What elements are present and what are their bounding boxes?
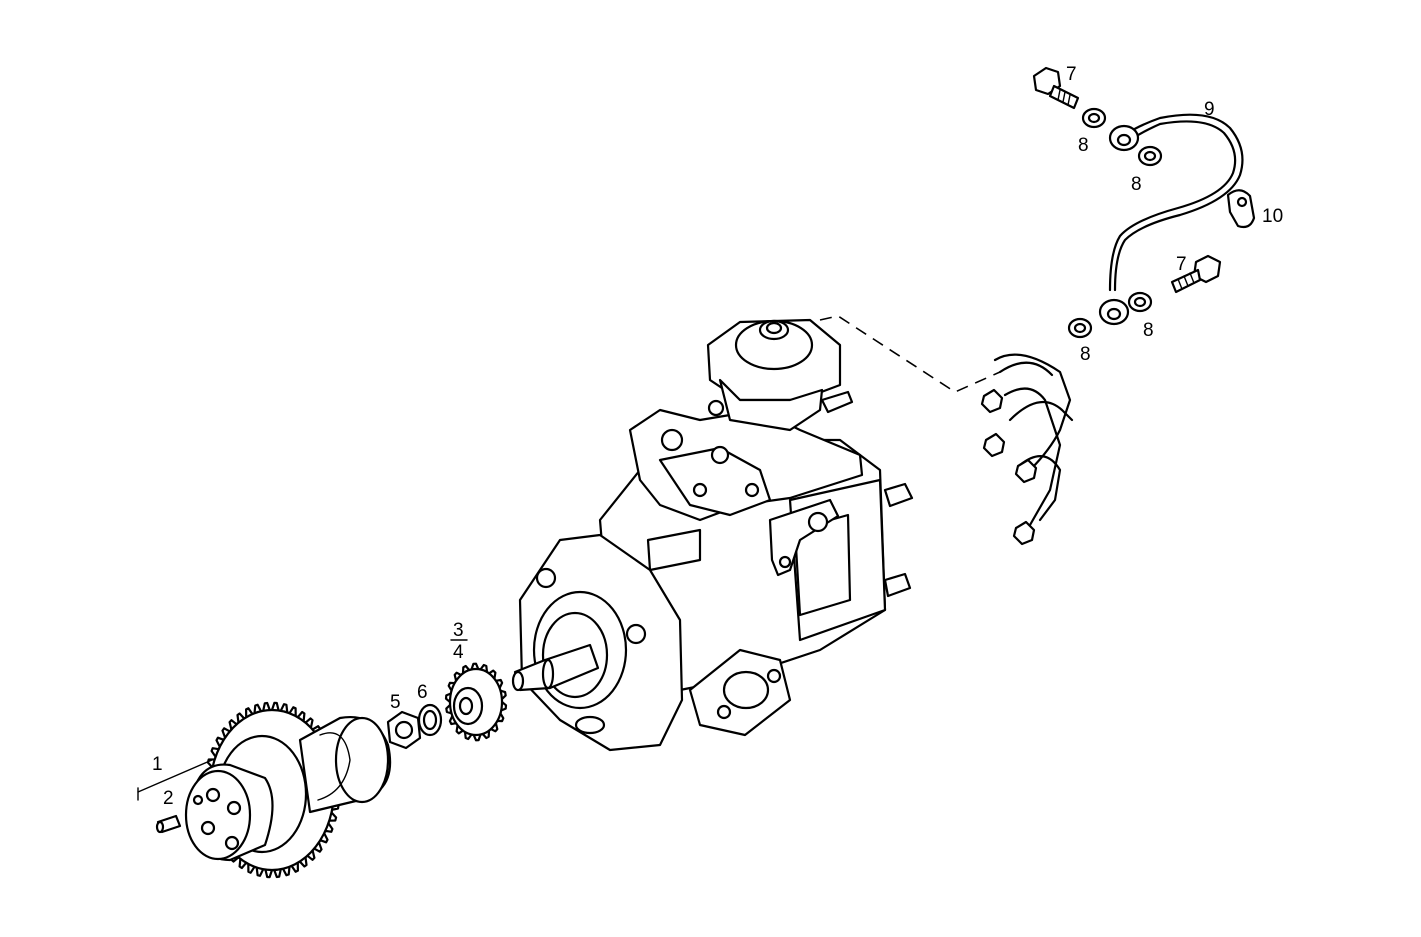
banjo-bolt-top <box>1032 66 1080 110</box>
drive-gear-assembly <box>184 701 392 879</box>
callout-4: 4 <box>453 642 464 663</box>
callout-8-d: 8 <box>1080 344 1091 365</box>
sealing-washer-4 <box>1067 317 1093 339</box>
callout-1-leader <box>137 759 213 801</box>
injection-pump-body <box>511 318 914 752</box>
dashed-reference-line <box>819 315 1001 393</box>
washer-part <box>417 703 443 737</box>
return-line-pipe <box>1098 113 1244 326</box>
sealing-washer-3 <box>1127 291 1153 313</box>
injector-pipe-set <box>980 353 1074 546</box>
callout-8-b: 8 <box>1131 174 1142 195</box>
callout-9: 9 <box>1204 99 1215 120</box>
nut-part <box>386 710 422 750</box>
banjo-bolt-bottom <box>1170 254 1222 294</box>
callout-1: 1 <box>152 754 163 775</box>
callout-2: 2 <box>163 788 174 809</box>
callout-7-top: 7 <box>1066 64 1077 85</box>
callout-10: 10 <box>1262 206 1283 227</box>
callout-3: 3 <box>453 620 464 641</box>
sealing-washer-1 <box>1081 107 1107 129</box>
clamp-part <box>1226 189 1256 229</box>
sealing-washer-2 <box>1137 145 1163 167</box>
small-gear-part <box>444 662 508 742</box>
callout-8-a: 8 <box>1078 135 1089 156</box>
pin-part <box>155 814 182 834</box>
callout-7-bottom: 7 <box>1176 254 1187 275</box>
callout-6: 6 <box>417 682 428 703</box>
callout-5: 5 <box>390 692 401 713</box>
callout-8-c: 8 <box>1143 320 1154 341</box>
